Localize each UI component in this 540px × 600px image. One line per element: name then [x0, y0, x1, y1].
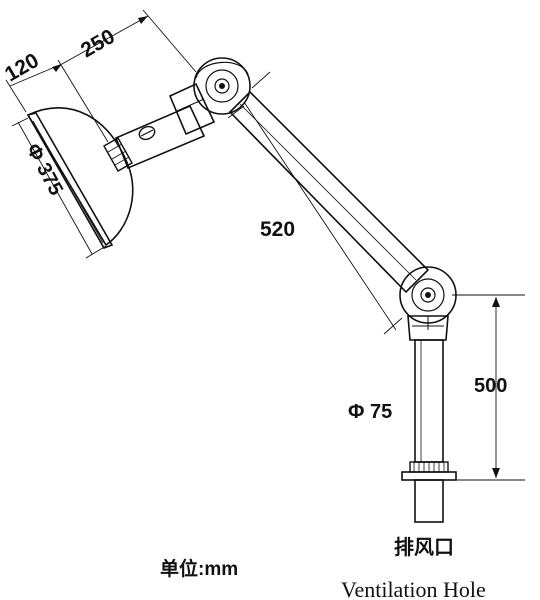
- riser-pipe: [414, 339, 444, 463]
- upper-pivot-joint: [193, 57, 251, 115]
- dim-arm-long: 520: [260, 218, 295, 241]
- extraction-hood: [26, 106, 134, 249]
- dim-riser-height: 500: [474, 375, 507, 397]
- unit-label: 单位:mm: [160, 557, 238, 580]
- mounting-flange: [401, 461, 457, 523]
- dimension-arrows: [52, 16, 500, 478]
- dim-arm-short: 250: [77, 25, 119, 62]
- vent-hole-label-cn: 排风口: [394, 535, 454, 559]
- short-arm-tube: [114, 82, 216, 170]
- long-arm-tube: [227, 90, 430, 294]
- vent-hole-label-en: Ventilation Hole: [341, 577, 486, 600]
- dimension-lines: [5, 9, 525, 481]
- dim-hood-depth: 120: [1, 49, 43, 86]
- lower-pivot-joint: [399, 266, 457, 341]
- dim-pipe-diameter: Φ 75: [348, 401, 392, 423]
